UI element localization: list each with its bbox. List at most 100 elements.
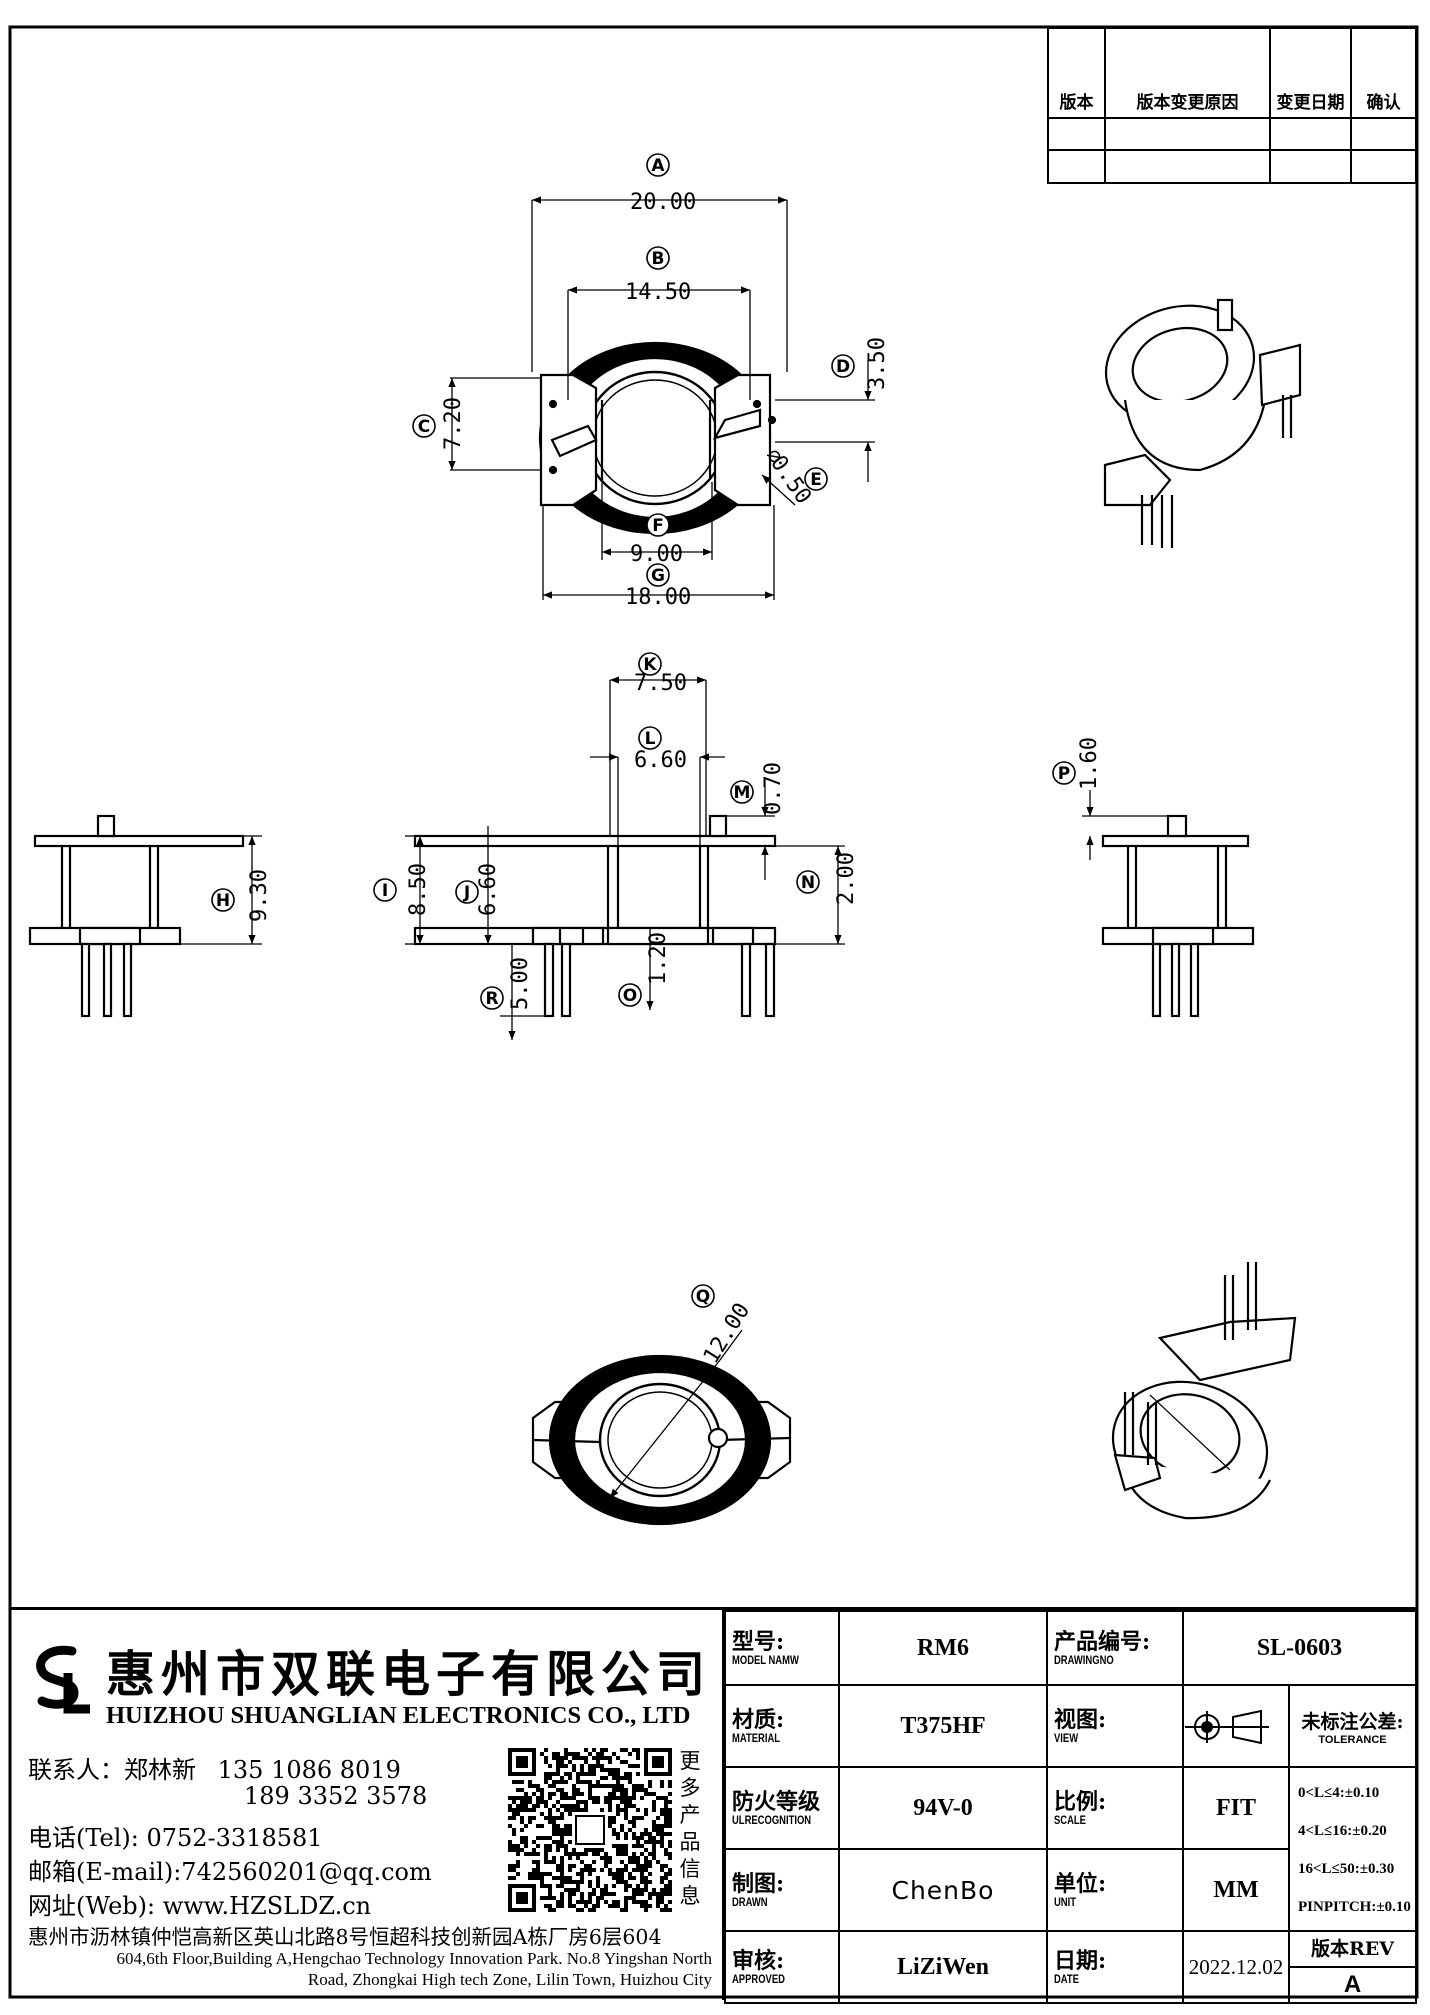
rev-cell [1350,149,1417,184]
scale-label-cn: 比例: [1054,1788,1107,1815]
contact-person-line: 联系人：郑林新 135 1086 8019 [28,1750,401,1785]
dim-marker-N-circle [796,870,820,894]
bottom-view-dimensions [609,1329,743,1499]
dim-marker-E: E [810,470,822,490]
dim-marker-H-circle [211,888,235,912]
dim-marker-B: B [652,249,665,269]
tolerance-line: 16<L≤50:±0.30 [1298,1861,1395,1877]
scale-label-en: SCALE [1054,1814,1086,1827]
dim-P-value: 1.60 [1077,737,1102,790]
dim-marker-I: I [382,881,388,901]
rev-cell [1269,117,1352,151]
dim-marker-K-circle [638,652,662,676]
approved-value: LiZiWen [838,1930,1048,2004]
rev-cell [1047,117,1106,151]
rev-header-confirm: 确认 [1350,27,1417,119]
left-view-dimensions [180,835,262,945]
company-name-cn: 惠州市双联电子有限公司 [106,1645,712,1703]
dim-J-value: 6.60 [476,863,501,916]
isometric-view-top [1103,298,1302,548]
contact-web: 网址(Web): www.HZSLDZ.cn [28,1892,372,1920]
dim-marker-B-circle [646,246,670,270]
tolerance-line: PINPITCH:±0.10 [1298,1899,1411,1915]
view-label-cn: 视图: [1054,1706,1107,1733]
qr-caption-char: 产 [679,1803,701,1827]
dim-marker-M: M [734,783,751,803]
rev-value: A [1343,1971,1362,1998]
top-view-right-flange [713,373,772,507]
approved-label-en: APPROVED [732,1973,785,1986]
dim-marker-L: L [645,729,656,749]
drawn-label-cn: 制图: [732,1870,785,1897]
address-cn: 惠州市沥林镇仲恺高新区英山北路8号恒超科技创新园A栋厂房6层604 [28,1925,662,1949]
front-view-top-flange [413,834,777,848]
rev-header-version: 版本 [1047,27,1106,119]
company-info: 惠州市双联电子有限公司 HUIZHOU SHUANGLIAN ELECTRONI… [10,1610,724,2000]
unit-value: MM [1182,1848,1290,1932]
model-label-en: MODEL NAMW [732,1654,799,1667]
model-label-cn: 型号: [732,1628,785,1655]
dim-marker-P-circle [1052,761,1076,785]
unit-label-en: UNIT [1054,1896,1077,1909]
dim-marker-O: O [623,986,637,1006]
drawn-label-en: DRAWN [732,1896,768,1909]
dim-marker-I-circle [373,878,397,902]
dim-marker-K: K [643,655,657,675]
view-label: 视图: VIEW [1046,1684,1184,1768]
address-en-line-1: 604,6th Floor,Building A,Hengchao Techno… [116,1949,712,1968]
material-label: 材质: MATERIAL [724,1684,840,1768]
dim-marker-P: P [1058,764,1070,784]
tolerance-values: 0<L≤4:±0.10 4<L≤16:±0.20 16<L≤50:±0.30 P… [1288,1766,1417,1932]
ul-label-cn: 防火等级 [732,1788,821,1815]
drawn-label: 制图: DRAWN [724,1848,840,1932]
rev-label: 版本REV [1290,1932,1415,1968]
isometric-view-bottom [1111,1262,1297,1520]
dim-marker-R-circle [480,986,504,1010]
qr-caption-char: 更 [679,1749,701,1773]
rev-row [1047,117,1417,151]
tolerance-line: 4<L≤16:±0.20 [1298,1823,1387,1839]
right-view-dimensions [1082,790,1168,860]
tolerance-header: 未标注公差: TOLERANCE [1288,1684,1417,1768]
company-logo-icon [36,1645,90,1714]
tolerance-line: 0<L≤4:±0.10 [1298,1785,1380,1801]
dim-D-value: 3.50 [865,337,890,390]
dim-F-value: 9.00 [630,542,683,567]
dim-K-value: 7.50 [634,671,687,696]
dim-marker-F-circle [646,513,670,537]
scale-label: 比例: SCALE [1046,1766,1184,1850]
contact-label: 联系人： [28,1756,124,1784]
unit-label-cn: 单位: [1054,1870,1107,1897]
dim-marker-J: J [463,883,470,903]
dim-marker-D: D [836,357,850,377]
rev-header-reason: 版本变更原因 [1104,27,1271,119]
dim-marker-D-circle [831,354,855,378]
bottom-view [531,1354,792,1526]
date-value: 2022.12.02 [1182,1930,1290,2004]
contact-tel: 电话(Tel): 0752-3318581 [28,1824,323,1852]
contact-email: 邮箱(E-mail):742560201@qq.com [28,1858,432,1886]
address-en: 604,6th Floor,Building A,Hengchao Techno… [117,1948,712,1990]
dim-M-value: 0.70 [761,762,786,815]
dim-marker-N: N [801,873,815,893]
left-side-view [28,814,245,1018]
date-label-en: DATE [1054,1973,1079,1986]
view-label-en: VIEW [1054,1732,1079,1745]
company-name-en: HUIZHOU SHUANGLIAN ELECTRONICS CO., LTD [106,1702,691,1729]
dim-marker-M-circle [730,780,754,804]
dim-A-value: 20.00 [630,190,696,215]
dim-marker-G-circle [646,563,670,587]
tolerance-title: 未标注公差: [1301,1710,1404,1733]
material-label-cn: 材质: [732,1706,785,1733]
dim-marker-C: C [418,417,430,437]
unit-label: 单位: UNIT [1046,1848,1184,1932]
ul-label: 防火等级 ULRECOGNITION [724,1766,840,1850]
qr-caption-char: 品 [679,1830,701,1854]
dim-L-value: 6.60 [634,748,687,773]
title-block: 惠州市双联电子有限公司 HUIZHOU SHUANGLIAN ELECTRONI… [10,1607,1417,2004]
revision-table: 版本 版本变更原因 变更日期 确认 [1047,27,1417,184]
rev-cell [1269,149,1352,184]
dim-marker-G: G [651,566,665,586]
